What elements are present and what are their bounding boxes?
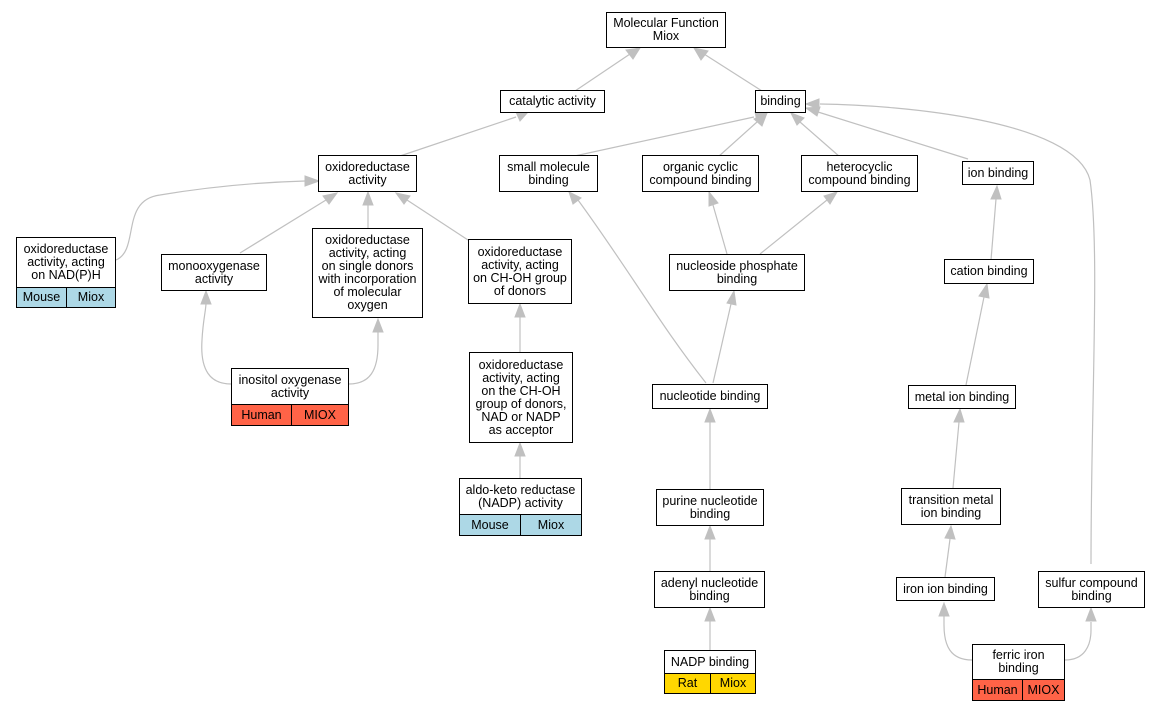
node-monooxygenase-activity[interactable]: monooxygenase activity bbox=[161, 254, 267, 291]
node-label: oxidoreductase activity bbox=[325, 159, 410, 187]
edge-nadph-to-oxred bbox=[115, 175, 321, 261]
node-sulfur-compound-binding[interactable]: sulfur compound binding bbox=[1038, 571, 1145, 608]
node-oxidoreductase-single-donors[interactable]: oxidoreductase activity, acting on singl… bbox=[312, 228, 423, 318]
node-label: oxidoreductase activity, acting on the C… bbox=[475, 357, 567, 437]
node-label: metal ion binding bbox=[914, 389, 1010, 404]
edge-purine-to-nucleotide bbox=[704, 407, 716, 489]
edge-adenyl-to-purine bbox=[704, 524, 716, 571]
edge-nadp-to-adenyl bbox=[704, 606, 716, 650]
edge-nucleotide-to-smallmol bbox=[568, 191, 707, 384]
node-label: sulfur compound binding bbox=[1045, 575, 1138, 603]
node-metal-ion-binding[interactable]: metal ion binding bbox=[908, 385, 1016, 409]
gene-tag: MIOX bbox=[1022, 679, 1065, 701]
node-binding[interactable]: binding bbox=[755, 90, 806, 113]
node-catalytic-activity[interactable]: catalytic activity bbox=[500, 90, 605, 113]
edge-single-to-oxred bbox=[362, 190, 374, 228]
node-oxidoreductase-choh[interactable]: oxidoreductase activity, acting on CH-OH… bbox=[468, 239, 572, 304]
species-tag: Rat bbox=[664, 673, 711, 694]
edge-inositol-to-monoox bbox=[200, 289, 232, 385]
node-nadp-binding[interactable]: NADP binding bbox=[664, 650, 756, 674]
gene-tag: Miox bbox=[710, 673, 756, 694]
node-label: heterocyclic compound binding bbox=[808, 159, 911, 187]
node-label: nucleotide binding bbox=[659, 389, 761, 403]
edge-iron-to-transition bbox=[944, 524, 956, 578]
node-label: ion binding bbox=[967, 165, 1029, 180]
node-label: cation binding bbox=[950, 264, 1028, 278]
gene-tag: Miox bbox=[520, 514, 582, 536]
node-label: binding bbox=[760, 94, 801, 108]
node-nucleoside-phosphate-binding[interactable]: nucleoside phosphate binding bbox=[669, 254, 805, 291]
node-organic-cyclic-compound-binding[interactable]: organic cyclic compound binding bbox=[642, 155, 759, 192]
edge-nucphos-to-heterocyclic bbox=[759, 191, 839, 255]
edge-aldoketo-to-chohnad bbox=[514, 441, 526, 479]
gene-tag: Miox bbox=[66, 287, 116, 308]
species-tag: Mouse bbox=[16, 287, 67, 308]
edge-inositol-to-single bbox=[348, 317, 384, 385]
node-oxidoreductase-nadph[interactable]: oxidoreductase activity, acting on NAD(P… bbox=[16, 237, 116, 288]
edge-metal-to-cation bbox=[965, 282, 990, 386]
gene-tag: MIOX bbox=[291, 404, 349, 426]
node-iron-ion-binding[interactable]: iron ion binding bbox=[896, 577, 995, 601]
edge-smallmol-to-binding bbox=[569, 111, 769, 158]
node-label: organic cyclic compound binding bbox=[649, 159, 752, 187]
node-small-molecule-binding[interactable]: small molecule binding bbox=[499, 155, 598, 192]
node-label: monooxygenase activity bbox=[168, 258, 260, 286]
edge-sulfur-to-binding bbox=[804, 98, 1096, 565]
edge-heterocyclic-to-binding bbox=[789, 112, 841, 158]
edge-transition-to-metal bbox=[952, 407, 965, 489]
node-label: iron ion binding bbox=[903, 581, 988, 596]
edge-chohnad-to-choh bbox=[514, 302, 526, 352]
edge-orgcyclic-to-binding bbox=[717, 112, 768, 158]
node-label: oxidoreductase activity, acting on singl… bbox=[318, 233, 417, 312]
node-label: Molecular Function Miox bbox=[613, 16, 719, 43]
node-label: NADP binding bbox=[670, 654, 750, 669]
node-label: adenyl nucleotide binding bbox=[660, 575, 759, 603]
node-label: purine nucleotide binding bbox=[662, 493, 758, 521]
node-inositol-oxygenase-activity[interactable]: inositol oxygenase activity bbox=[231, 368, 349, 405]
species-tag: Mouse bbox=[459, 514, 521, 536]
edge-catalytic-to-mf bbox=[574, 47, 642, 92]
node-purine-nucleotide-binding[interactable]: purine nucleotide binding bbox=[656, 489, 764, 526]
node-ferric-iron-binding[interactable]: ferric iron binding bbox=[972, 644, 1065, 680]
node-cation-binding[interactable]: cation binding bbox=[944, 259, 1034, 284]
edge-cation-to-ion bbox=[990, 184, 1002, 261]
edge-nucphos-to-orgcyclic bbox=[708, 190, 728, 255]
node-aldo-keto-reductase[interactable]: aldo-keto reductase (NADP) activity bbox=[459, 478, 582, 515]
edge-ferric-to-sulfur bbox=[1064, 606, 1097, 661]
species-tag: Human bbox=[972, 679, 1023, 701]
node-oxidoreductase-choh-nad[interactable]: oxidoreductase activity, acting on the C… bbox=[469, 352, 573, 443]
node-label: oxidoreductase activity, acting on NAD(P… bbox=[23, 242, 109, 282]
node-heterocyclic-compound-binding[interactable]: heterocyclic compound binding bbox=[801, 155, 918, 192]
node-label: oxidoreductase activity, acting on CH-OH… bbox=[473, 244, 567, 298]
species-tag: Human bbox=[231, 404, 292, 426]
edge-oxred-to-catalytic bbox=[399, 111, 530, 157]
node-label: transition metal ion binding bbox=[908, 492, 994, 520]
edge-monoox-to-oxred bbox=[239, 192, 339, 254]
node-molecular-function[interactable]: Molecular Function Miox bbox=[606, 12, 726, 48]
edge-binding-to-mf bbox=[692, 47, 763, 92]
node-label: ferric iron binding bbox=[992, 648, 1045, 675]
node-nucleotide-binding[interactable]: nucleotide binding bbox=[652, 384, 768, 409]
node-adenyl-nucleotide-binding[interactable]: adenyl nucleotide binding bbox=[654, 571, 765, 608]
node-ion-binding[interactable]: ion binding bbox=[962, 161, 1034, 185]
node-transition-metal-ion-binding[interactable]: transition metal ion binding bbox=[901, 488, 1001, 525]
edge-nucleotide-to-nucphos bbox=[712, 289, 737, 384]
node-label: catalytic activity bbox=[509, 94, 596, 108]
edge-ion-to-binding bbox=[804, 106, 969, 160]
edge-ferric-to-iron bbox=[938, 601, 973, 661]
edge-choh-to-oxred bbox=[394, 192, 469, 241]
node-label: small molecule binding bbox=[507, 159, 590, 187]
node-oxidoreductase-activity[interactable]: oxidoreductase activity bbox=[318, 155, 417, 192]
node-label: inositol oxygenase activity bbox=[238, 372, 342, 400]
node-label: aldo-keto reductase (NADP) activity bbox=[465, 482, 576, 510]
node-label: nucleoside phosphate binding bbox=[676, 258, 798, 286]
